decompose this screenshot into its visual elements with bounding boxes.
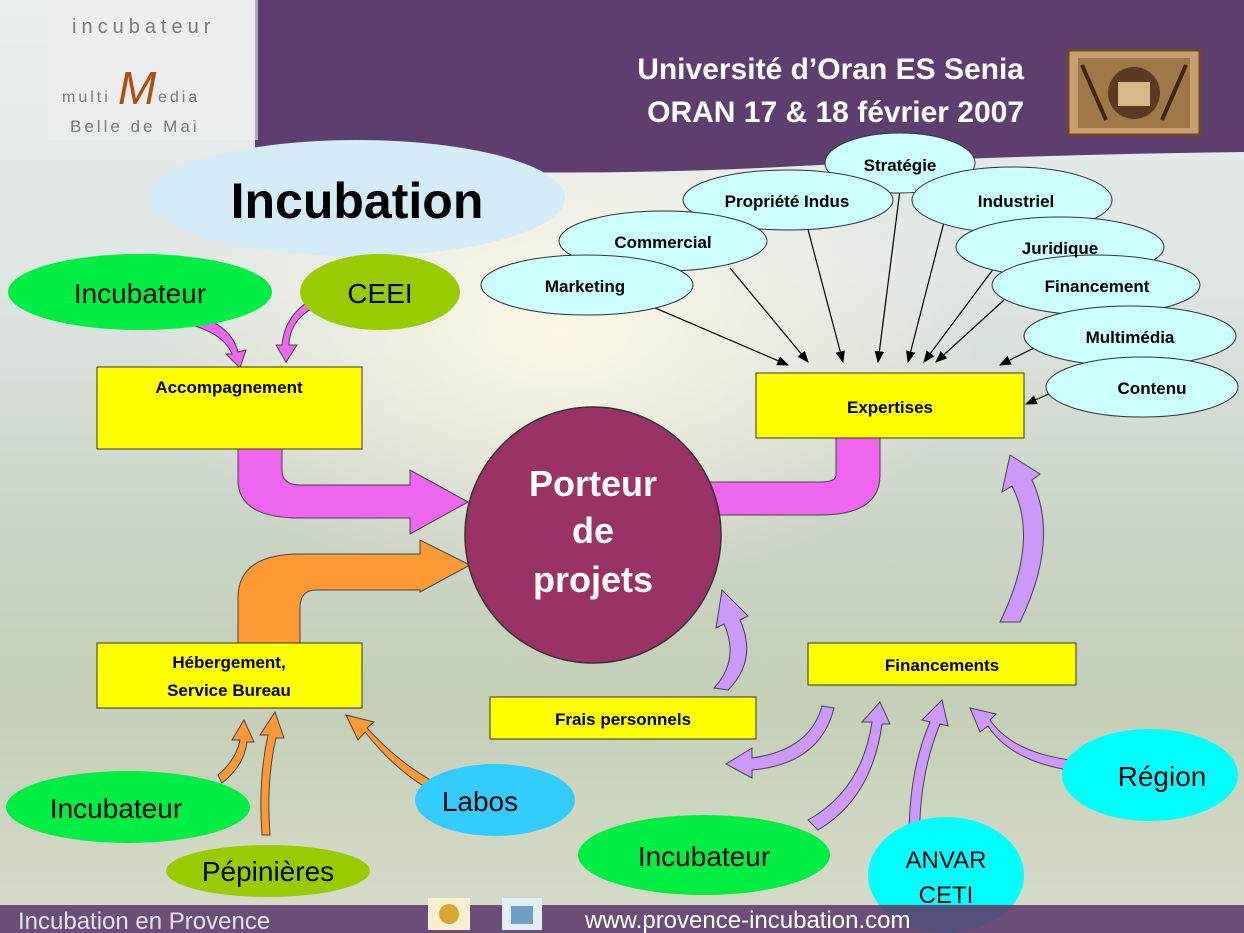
ceei-to-accompagnement-arrow (275, 295, 323, 363)
financements-box (807, 642, 1077, 686)
region-to-financements-arrow (969, 707, 1071, 771)
center-line3: projets (533, 559, 653, 600)
hebergement-box (96, 642, 363, 709)
topic-propriete (682, 169, 894, 231)
accompagnement-box (96, 366, 363, 450)
ceti-label: CETI (919, 882, 974, 909)
labos-ellipse (415, 764, 575, 836)
topic-juridique-label: Juridique (1022, 239, 1099, 258)
pepinieres-to-hebergement-arrow (259, 710, 285, 836)
region-ellipse (1062, 729, 1238, 821)
university-seal (1066, 48, 1202, 137)
financements-to-expertises-arrow (999, 454, 1044, 623)
center-line2: de (572, 510, 614, 551)
frais-to-porteur-arrow (712, 588, 749, 691)
topic-contenu (1045, 356, 1239, 418)
topic-contenu-label: Contenu (1118, 379, 1187, 398)
incubateur-top-ellipse (8, 254, 272, 330)
frais-personnels-label: Frais personnels (555, 710, 691, 729)
accompagnement-label: Accompagnement (155, 378, 303, 397)
logo-line2a: multi (62, 89, 111, 106)
hebergement-arrow (237, 539, 472, 644)
header-band (255, 0, 1244, 173)
logo-line2c: edia (158, 89, 200, 106)
footer-band (0, 905, 1244, 933)
center-line1: Porteur (529, 463, 657, 504)
porteur-de-projets-circle (464, 406, 722, 664)
logo-line1: incubateur (72, 16, 215, 38)
topic-strategie-label: Stratégie (864, 156, 937, 175)
accompagnement-arrow (237, 447, 470, 535)
header-line2: ORAN 17 & 18 février 2007 (647, 96, 1024, 129)
topic-financement-label: Financement (1045, 277, 1150, 296)
ceei-ellipse (300, 254, 460, 330)
expertises-box (755, 372, 1025, 439)
incubateur-left-ellipse (6, 771, 250, 843)
topic-multimedia-label: Multimédia (1086, 328, 1175, 347)
page-title: Incubation (231, 173, 484, 229)
incubateur-to-hebergement-arrow (217, 718, 255, 784)
partner-logo-1 (428, 898, 470, 930)
pepinieres-ellipse (166, 845, 370, 897)
incubateur-logo: incubateur multi M edia Belle de Mai (48, 0, 258, 140)
hebergement-label-line1: Hébergement, (172, 653, 285, 672)
expertises-label: Expertises (847, 398, 933, 417)
incubateur-top-label: Incubateur (74, 278, 206, 309)
financements-label: Financements (885, 656, 999, 675)
topic-commercial-label: Commercial (614, 233, 711, 252)
logo-line3: Belle de Mai (70, 117, 200, 136)
partner-logo-2 (502, 898, 542, 930)
incubateur-left-label: Incubateur (50, 793, 182, 824)
ceei-label: CEEI (347, 278, 412, 309)
topic-marketing-label: Marketing (545, 277, 625, 296)
anvar-label: ANVAR (906, 847, 987, 874)
header-line1: Université d’Oran ES Senia (637, 53, 1024, 86)
footer-brand: Incubation en Provence (18, 908, 270, 933)
labos-to-hebergement-arrow (345, 714, 435, 791)
topic-industriel-label: Industriel (978, 192, 1055, 211)
region-label: Région (1118, 761, 1207, 792)
incubateur-bottom-ellipse (578, 815, 830, 895)
title-ellipse (149, 140, 565, 256)
financements-to-frais-arrow (724, 705, 835, 779)
incubateur-bottom-label: Incubateur (638, 841, 770, 872)
footer-url[interactable]: www.provence-incubation.com (584, 907, 911, 933)
anvar-ceti-ellipse (868, 817, 1024, 933)
pepinieres-label: Pépinières (202, 856, 334, 887)
frais-personnels-box (489, 696, 757, 740)
incubateur-to-financements-arrow (807, 701, 891, 831)
anvar-to-financements-arrow (908, 699, 949, 861)
hebergement-label-line2: Service Bureau (167, 681, 291, 700)
topic-propriete-label: Propriété Indus (725, 192, 850, 211)
labos-label: Labos (442, 786, 518, 817)
logo-line2b: M (118, 62, 157, 114)
topic-marketing (480, 254, 694, 316)
